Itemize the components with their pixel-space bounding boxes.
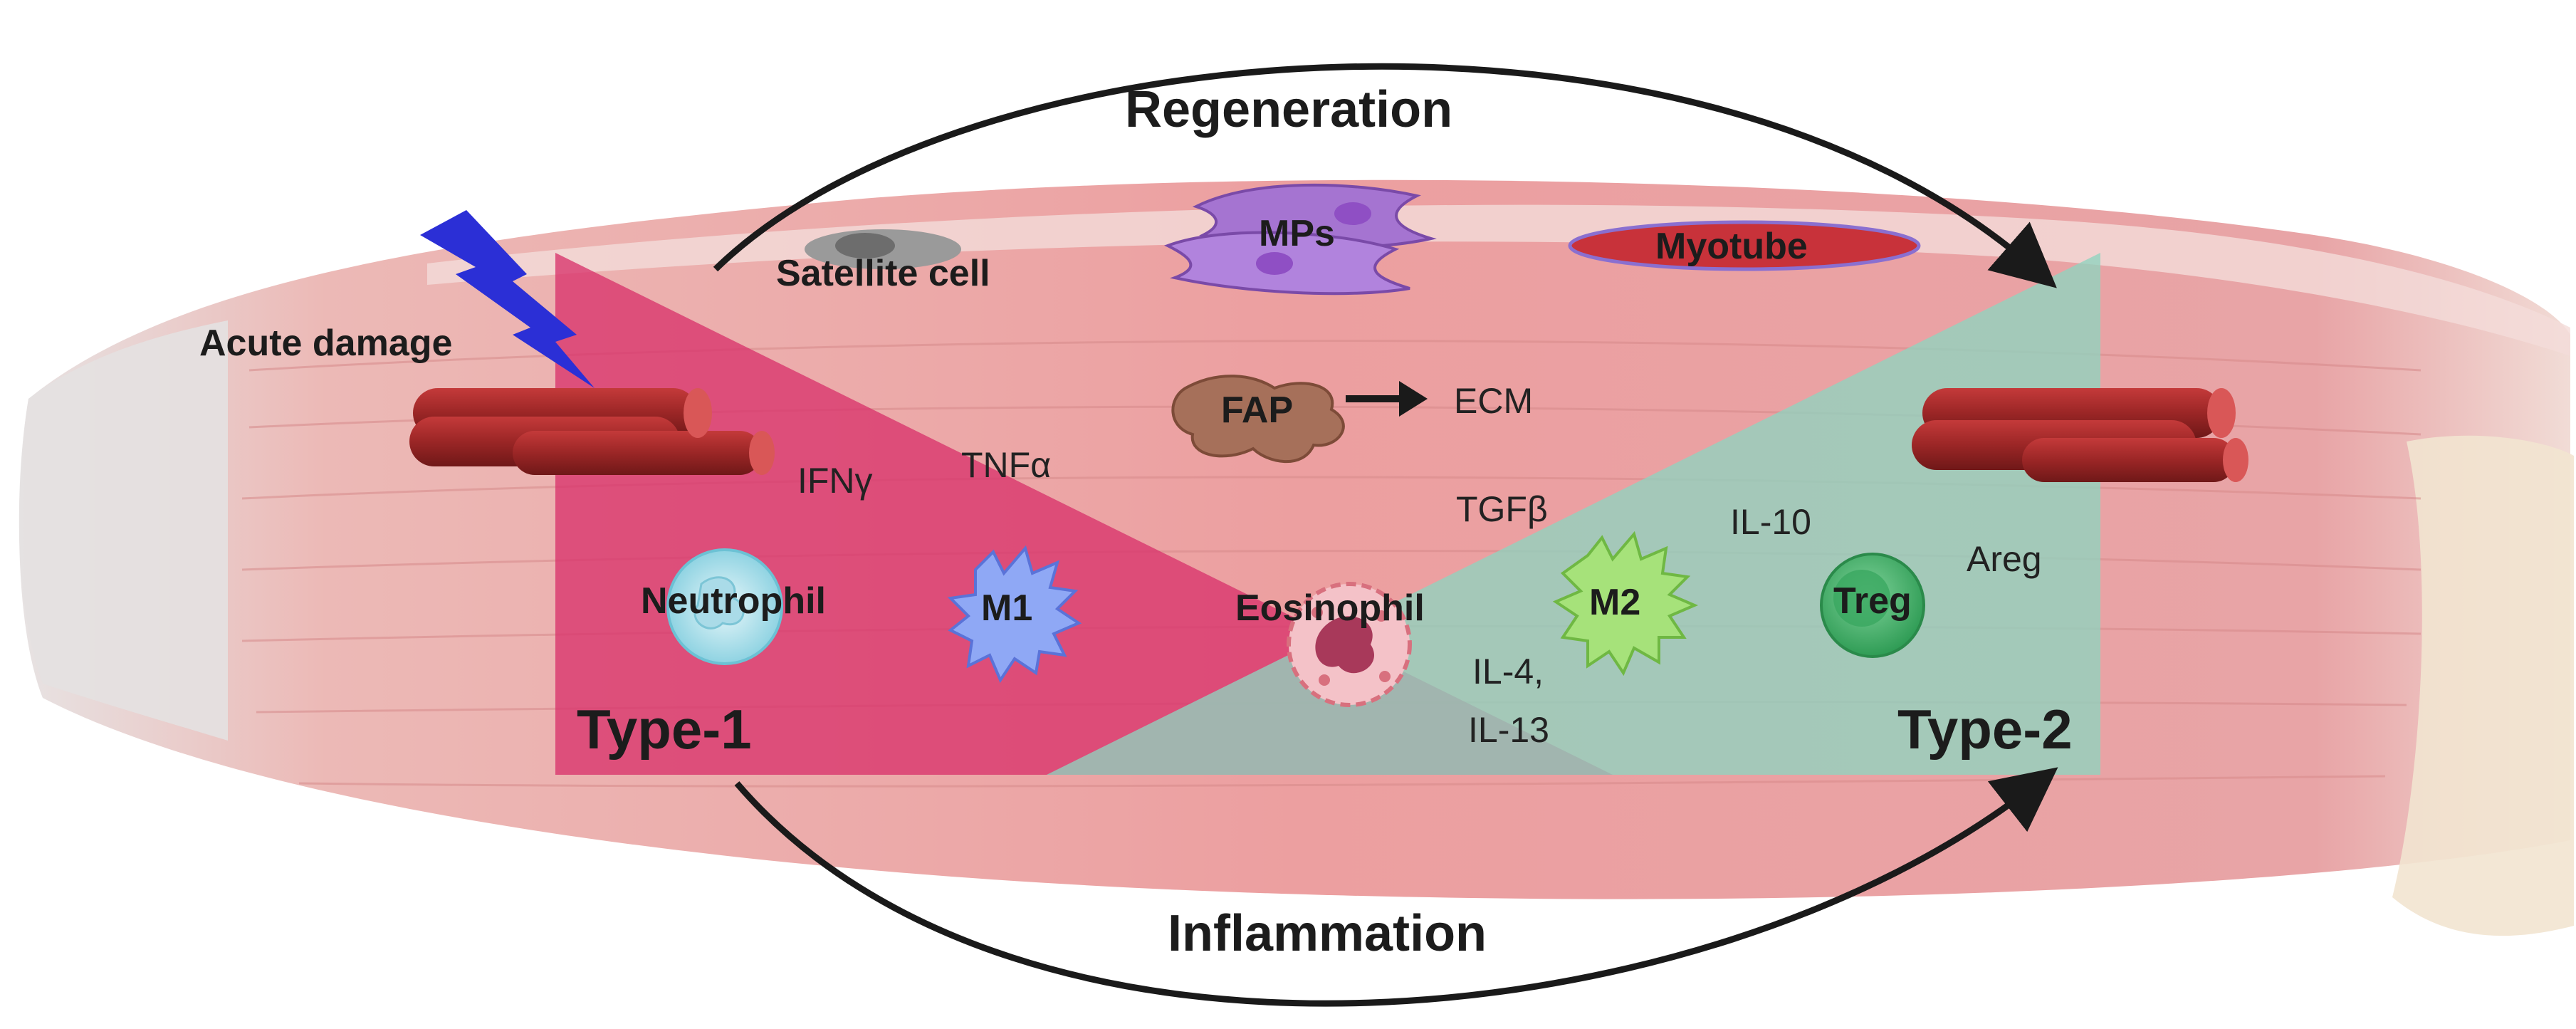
healthy-muscle-fibers-icon [1912,388,2248,482]
neutrophil-cell-icon [666,548,783,665]
m1-macrophage-icon [947,545,1082,684]
eosinophil-label: Eosinophil [1235,587,1425,629]
fap-to-ecm-arrow [1346,381,1428,417]
treg-cell-icon [1820,553,1925,658]
muscle-right-bone [2392,435,2574,936]
eosinophil-cell-icon [1287,582,1412,707]
tnfa-label: TNFα [961,445,1052,485]
tgfb-label: TGFβ [1456,489,1548,529]
type1-label: Type-1 [577,698,752,761]
ifng-label: IFNγ [797,461,873,501]
regeneration-arrow [713,63,2057,288]
mps-label: MPs [1259,213,1335,254]
myotube-icon [1568,220,1921,271]
m2-label: M2 [1589,582,1641,623]
il10-label: IL-10 [1730,502,1811,542]
damaged-muscle-fibers-icon [409,388,775,475]
ecm-label: ECM [1454,381,1534,421]
neutrophil-label: Neutrophil [641,580,826,622]
il4-label: IL-4, [1472,652,1544,691]
myotube-label: Myotube [1655,226,1808,267]
regeneration-label: Regeneration [1125,81,1453,138]
acute-damage-label: Acute damage [199,323,453,364]
areg-label: Areg [1967,539,2042,579]
muscle-left-tendon [19,320,228,741]
m2-macrophage-icon [1552,531,1699,677]
fap-cell-icon [1171,375,1345,464]
fap-label: FAP [1221,390,1294,431]
inflammation-label: Inflammation [1168,905,1487,962]
satellite-cell-label: Satellite cell [776,253,990,294]
inflammation-arrow [734,767,2058,1007]
il13-label: IL-13 [1468,710,1549,750]
m1-label: M1 [981,587,1033,629]
mps-cells-icon [1163,183,1437,296]
type2-label: Type-2 [1897,698,2073,761]
treg-label: Treg [1833,580,1912,622]
lightning-bolt-icon [420,210,595,388]
satellite-cell-icon [805,229,961,269]
